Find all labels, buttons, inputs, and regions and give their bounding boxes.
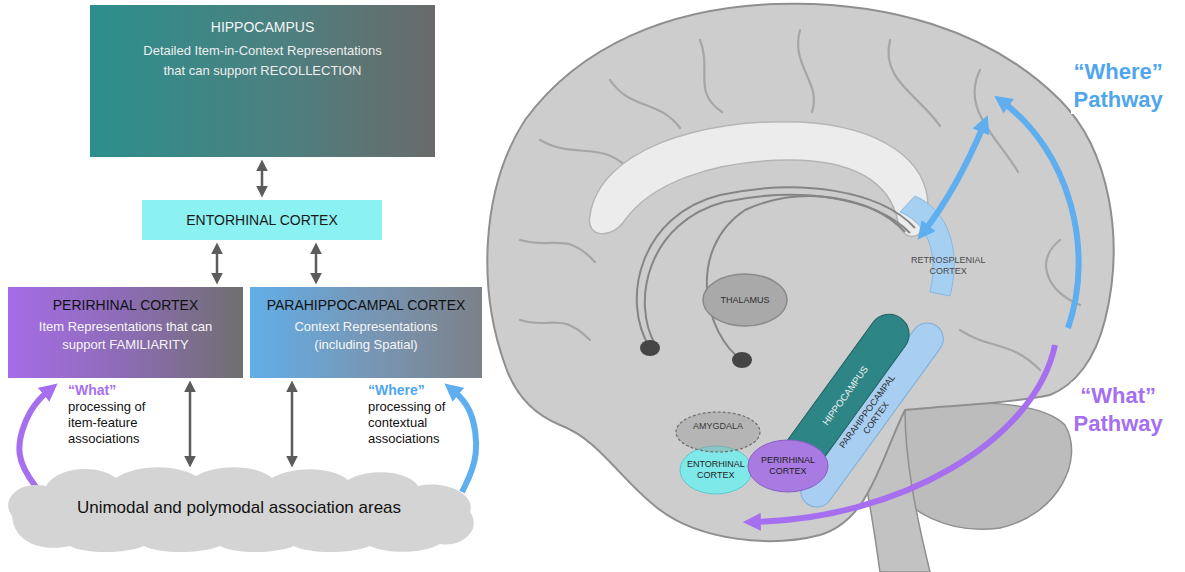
region-box: ENTORHINAL CORTEX — [142, 200, 382, 240]
entorhinal-shape — [680, 446, 752, 494]
region-description: Detailed Item-in-Context Representations… — [138, 41, 388, 81]
amygdala-shape — [676, 412, 760, 452]
region-title: PARAHIPPOCAMPAL CORTEX — [267, 295, 466, 315]
where-pathway-arrow — [922, 122, 985, 234]
double-arrow — [189, 384, 192, 464]
annotation-text: processing of contextual associations — [368, 399, 454, 447]
region-label: AMYGDALA — [692, 421, 744, 432]
region-title: Unimodal and polymodal association areas — [77, 497, 401, 519]
fornix-line — [645, 195, 910, 346]
gyrus-line — [520, 240, 595, 262]
association-cloud: Unimodal and polymodal association areas — [0, 452, 478, 552]
annotation-text: processing of item-feature associations — [68, 399, 154, 447]
gyrus-line — [700, 40, 722, 112]
gyrus-line — [540, 140, 628, 168]
region-description: Item Representations that can support FA… — [31, 318, 221, 354]
pathway-arrow — [450, 388, 476, 492]
region-title: HIPPOCAMPUS — [211, 17, 314, 37]
pathway-tag: “Where” — [368, 382, 448, 399]
region-label: ENTORHINAL CORTEX — [686, 459, 746, 481]
where-pathway-arrow — [1000, 100, 1079, 328]
region-label: PERIRHINAL CORTEX — [760, 455, 816, 477]
pathway-arrow — [19, 388, 52, 492]
gyrus-line — [960, 330, 1040, 370]
region-label: RETROSPLENIAL CORTEX — [910, 255, 986, 277]
thalamus-shape — [703, 274, 787, 326]
brain-outline — [487, 4, 1113, 541]
cerebellum — [890, 403, 1072, 529]
perirhinal-shape — [748, 440, 828, 492]
double-arrow — [291, 384, 294, 464]
region-title: ENTORHINAL CORTEX — [186, 210, 337, 230]
gyrus-line — [798, 30, 814, 112]
gyri — [520, 30, 1080, 370]
gyrus-line — [520, 320, 590, 340]
region-box: HIPPOCAMPUS Detailed Item-in-Context Repr… — [90, 5, 435, 157]
gyrus-line — [888, 40, 940, 126]
pathway-tag: “What” — [68, 382, 148, 399]
gyrus-line — [610, 80, 680, 128]
double-arrow — [315, 246, 318, 281]
what-pathway-arrow — [750, 345, 1055, 522]
region-box: PERIRHINAL CORTEX Item Representations th… — [8, 287, 243, 378]
double-arrow — [216, 246, 219, 281]
corpus-callosum — [589, 122, 928, 237]
region-box: PARAHIPPOCAMPAL CORTEX Context Representa… — [250, 287, 482, 378]
region-title: PERIRHINAL CORTEX — [53, 295, 198, 315]
pathway-title: “Where” Pathway — [1071, 58, 1166, 114]
gyrus-line — [975, 70, 1018, 172]
region-description: Context Representations (including Spati… — [284, 318, 449, 354]
mammillary-body — [732, 352, 752, 368]
region-label: THALAMUS — [720, 295, 771, 306]
cloud-outline — [8, 467, 474, 552]
mammillary-body — [640, 340, 660, 356]
pathway-title: “What” Pathway — [1071, 382, 1166, 438]
double-arrow — [261, 163, 264, 194]
retrosplenial-shape — [900, 196, 954, 296]
